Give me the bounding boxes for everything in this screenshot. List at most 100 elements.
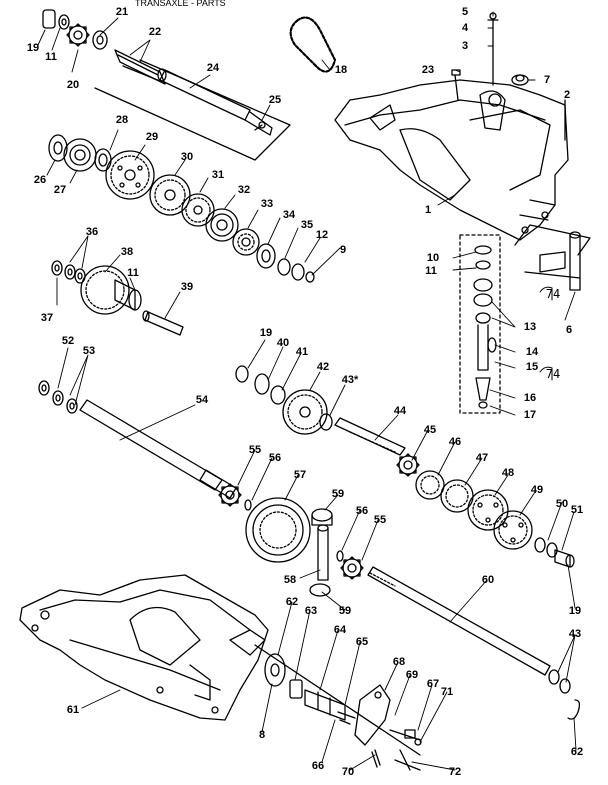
callout-12[interactable]: 12 — [315, 229, 329, 241]
callout-3[interactable]: 3 — [461, 40, 469, 52]
shaft-24 — [94, 59, 291, 161]
callout-35[interactable]: 35 — [300, 219, 314, 231]
callout-59b[interactable]: 59 — [338, 605, 352, 617]
callout-43-star[interactable]: 43* — [341, 374, 359, 386]
callout-19[interactable]: 19 — [26, 42, 40, 54]
callout-9[interactable]: 9 — [339, 244, 347, 256]
callout-37[interactable]: 37 — [40, 312, 54, 324]
callout-33[interactable]: 33 — [260, 198, 274, 210]
callout-59[interactable]: 59 — [331, 488, 345, 500]
callout-67[interactable]: 67 — [426, 678, 440, 690]
callout-13[interactable]: 13 — [523, 321, 537, 333]
callout-31[interactable]: 31 — [211, 169, 225, 181]
shaft-44-gears — [334, 417, 575, 568]
callout-17[interactable]: 17 — [523, 409, 537, 421]
callout-8[interactable]: 8 — [258, 729, 266, 741]
callout-63[interactable]: 63 — [304, 605, 318, 617]
shaft-60 — [367, 566, 581, 720]
handwritten-note: 74 — [545, 287, 561, 301]
callout-6[interactable]: 6 — [565, 324, 573, 336]
input-shaft-parts — [42, 9, 166, 85]
callout-20[interactable]: 20 — [66, 79, 80, 91]
callout-56b[interactable]: 56 — [355, 505, 369, 517]
callout-15[interactable]: 15 — [525, 361, 539, 373]
callout-44[interactable]: 44 — [393, 405, 407, 417]
callout-11b[interactable]: 11 — [425, 265, 437, 277]
callout-26[interactable]: 26 — [33, 174, 47, 186]
callout-65[interactable]: 65 — [355, 636, 369, 648]
header-fragment: TRANSAXLE - PARTS — [135, 0, 226, 8]
callout-72[interactable]: 72 — [448, 766, 462, 778]
chain-18 — [289, 16, 337, 73]
handwritten-note: 74 — [545, 367, 561, 381]
callout-47[interactable]: 47 — [475, 452, 489, 464]
callout-32[interactable]: 32 — [237, 184, 251, 196]
callout-58[interactable]: 58 — [283, 574, 297, 586]
callout-14[interactable]: 14 — [525, 346, 539, 358]
callout-60[interactable]: 60 — [481, 574, 495, 586]
callout-70[interactable]: 70 — [341, 766, 355, 778]
callout-30[interactable]: 30 — [180, 151, 194, 163]
callout-21[interactable]: 21 — [115, 6, 129, 18]
callout-45[interactable]: 45 — [423, 424, 437, 436]
callout-7[interactable]: 7 — [543, 74, 551, 86]
callout-29[interactable]: 29 — [145, 131, 159, 143]
callout-19c[interactable]: 19 — [568, 605, 582, 617]
callout-18[interactable]: 18 — [334, 64, 348, 76]
callout-23[interactable]: 23 — [421, 64, 435, 76]
callout-62b[interactable]: 62 — [570, 746, 584, 758]
callout-5[interactable]: 5 — [461, 6, 469, 18]
callout-39[interactable]: 39 — [180, 281, 194, 293]
callout-52[interactable]: 52 — [61, 335, 75, 347]
callout-49[interactable]: 49 — [530, 484, 544, 496]
callout-54[interactable]: 54 — [195, 394, 209, 406]
callout-50[interactable]: 50 — [555, 498, 569, 510]
callout-62[interactable]: 62 — [285, 596, 299, 608]
differential-gears — [218, 483, 364, 597]
leader-lines — [37, 11, 577, 771]
callout-68[interactable]: 68 — [392, 656, 406, 668]
callout-71[interactable]: 71 — [440, 686, 454, 698]
callout-38[interactable]: 38 — [120, 246, 134, 258]
callout-27[interactable]: 27 — [53, 184, 67, 196]
callout-41[interactable]: 41 — [295, 346, 309, 358]
callout-4[interactable]: 4 — [461, 22, 469, 34]
callout-64[interactable]: 64 — [333, 624, 347, 636]
callout-36[interactable]: 36 — [85, 226, 99, 238]
brake-assembly — [254, 644, 422, 771]
upper-housing-1 — [334, 12, 591, 256]
lower-housing-61 — [19, 574, 269, 721]
callout-1[interactable]: 1 — [424, 204, 432, 216]
callout-55[interactable]: 55 — [248, 444, 262, 456]
pump-stack — [459, 231, 581, 414]
callout-11c[interactable]: 11 — [127, 267, 139, 279]
svg-text:TRANSAXLE - PARTS: TRANSAXLE - PARTS — [135, 0, 226, 8]
callout-69[interactable]: 69 — [405, 669, 419, 681]
callout-55b[interactable]: 55 — [373, 514, 387, 526]
callout-25[interactable]: 25 — [268, 94, 282, 106]
callout-66[interactable]: 66 — [311, 760, 325, 772]
callout-57[interactable]: 57 — [293, 469, 307, 481]
callout-43[interactable]: 43 — [568, 628, 582, 640]
callout-56[interactable]: 56 — [268, 452, 282, 464]
callout-24[interactable]: 24 — [206, 62, 220, 74]
callout-16[interactable]: 16 — [523, 392, 537, 404]
callout-61[interactable]: 61 — [66, 704, 80, 716]
callout-2[interactable]: 2 — [563, 89, 571, 101]
callout-19b[interactable]: 19 — [259, 327, 273, 339]
gear-38-cluster — [51, 260, 184, 336]
bearing-set-40-43 — [235, 365, 333, 435]
handwritten-marks — [539, 286, 553, 381]
callout-46[interactable]: 46 — [448, 436, 462, 448]
callout-53[interactable]: 53 — [82, 345, 96, 357]
callout-40[interactable]: 40 — [276, 337, 290, 349]
callout-28[interactable]: 28 — [115, 114, 129, 126]
callout-22[interactable]: 22 — [148, 26, 162, 38]
callout-42[interactable]: 42 — [316, 361, 330, 373]
gear-row-upper — [48, 134, 315, 283]
callout-10[interactable]: 10 — [426, 252, 440, 264]
callout-48[interactable]: 48 — [501, 467, 515, 479]
callout-34[interactable]: 34 — [282, 209, 296, 221]
callout-11[interactable]: 11 — [45, 51, 57, 63]
callout-51[interactable]: 51 — [570, 504, 584, 516]
